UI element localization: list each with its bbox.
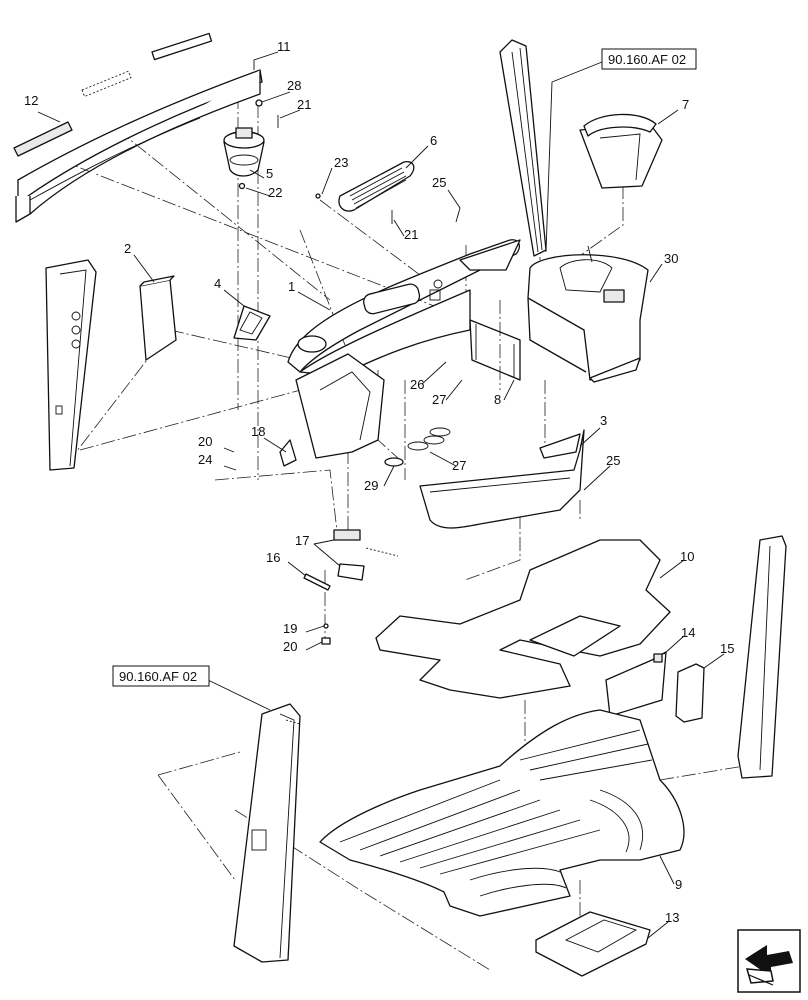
callout-6: 6 [430,133,437,148]
pillar-trim-left-bottom [233,703,301,963]
callout-20b: 20 [283,639,297,654]
callout-18: 18 [251,424,265,439]
part-10-floor-mat [375,539,671,699]
callout-30: 30 [664,251,678,266]
callout-10: 10 [680,549,694,564]
callout-25b: 25 [606,453,620,468]
part-9-floor-mat-large [319,709,685,917]
callout-27b: 27 [452,458,466,473]
next-page-arrow-icon [737,929,801,993]
callout-numbers: 11 12 28 21 5 22 23 6 25 21 7 2 4 1 30 2… [24,39,734,925]
callout-1: 1 [288,279,295,294]
callout-21b: 21 [404,227,418,242]
callout-21a: 21 [297,97,311,112]
part-14-panel [605,651,667,717]
callout-19: 19 [283,621,297,636]
part-15-block [675,663,705,723]
callout-29: 29 [364,478,378,493]
callout-22: 22 [268,185,282,200]
part-3-floor-tray [384,427,585,529]
part-2-panel [139,275,177,361]
callout-26: 26 [410,377,424,392]
part-30-console [527,245,649,383]
callout-16: 16 [266,550,280,565]
callout-9: 9 [675,877,682,892]
part-8-bracket [469,319,521,381]
callout-13: 13 [665,910,679,925]
part-11-upper-trim [15,32,263,223]
callout-4: 4 [214,276,221,291]
part-6-vent-grille [315,160,415,224]
part-13-plate [535,911,651,977]
leader-lines [37,51,725,939]
pillar-trim-right-top [499,39,547,257]
reference-label-top-right: 90.160.AF 02 [608,52,686,67]
part-16-rod [303,573,331,645]
reference-label-left-middle: 90.160.AF 02 [119,669,197,684]
callout-20a: 20 [198,434,212,449]
callout-15: 15 [720,641,734,656]
part-4-cup-holder [233,305,271,341]
part-5-knob [223,99,279,190]
pillar-trim-right-bottom [737,535,787,779]
reference-box-top-right[interactable]: 90.160.AF 02 [601,48,697,70]
part-12-strip [13,121,73,157]
reference-box-left-middle[interactable]: 90.160.AF 02 [112,665,210,687]
callout-11: 11 [277,39,291,54]
callout-23: 23 [334,155,348,170]
next-page-button[interactable] [737,929,801,993]
callout-14: 14 [681,625,695,640]
lower-dash-panel [279,353,385,467]
callout-25a: 25 [432,175,446,190]
callout-27a: 27 [432,392,446,407]
callout-24: 24 [198,452,212,467]
part-1-dashboard [287,239,521,377]
callout-5: 5 [266,166,273,181]
pillar-trim-left-middle [45,259,97,471]
callout-12: 12 [24,93,38,108]
callout-7: 7 [682,97,689,112]
callout-28: 28 [287,78,301,93]
callout-17: 17 [295,533,309,548]
callout-8: 8 [494,392,501,407]
part-17-switch [333,529,399,581]
callout-3: 3 [600,413,607,428]
part-7-storage-bin [579,113,663,189]
callout-2: 2 [124,241,131,256]
